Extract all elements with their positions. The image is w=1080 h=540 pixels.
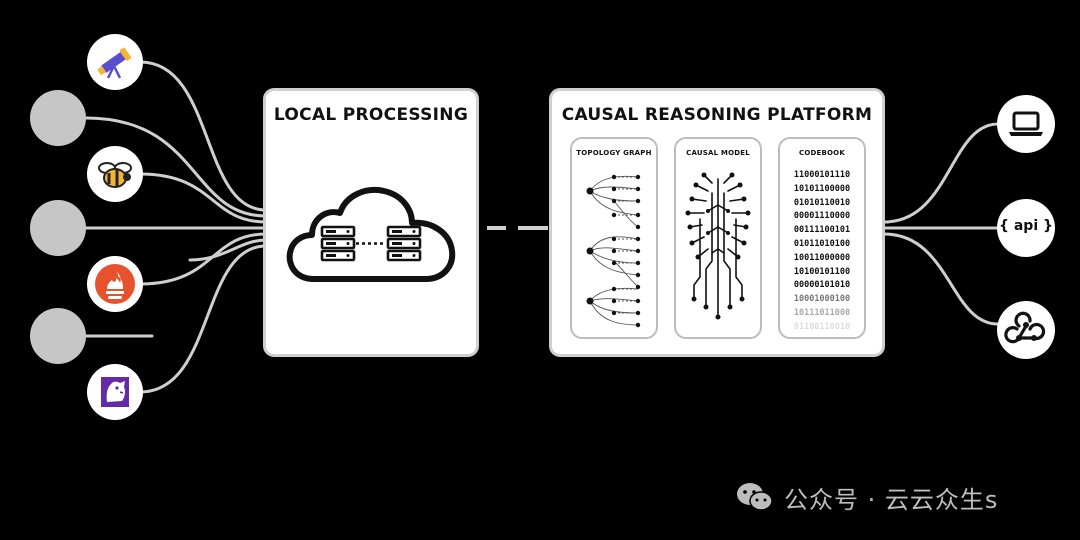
codebook-line: 00111100101 xyxy=(793,225,851,236)
output-connector xyxy=(882,122,1000,224)
codebook-line: 10011000000 xyxy=(793,252,851,263)
topology-graph-panel: TOPOLOGY GRAPH xyxy=(570,137,658,339)
output-webhook xyxy=(997,301,1055,359)
watermark-text: 公众号 · 云云众生s xyxy=(784,485,999,514)
source-placeholder xyxy=(30,90,86,146)
wechat-icon xyxy=(737,483,773,511)
source-datadog xyxy=(87,364,143,420)
bee-icon xyxy=(98,162,132,188)
codebook-lines: 11000101110 10101100000 01010110010 0000… xyxy=(780,169,864,335)
source-connector xyxy=(138,60,268,212)
codebook-line: 01100110010 xyxy=(793,321,851,332)
telescope-icon xyxy=(97,47,131,79)
output-laptop xyxy=(997,95,1055,153)
source-telescope xyxy=(87,34,143,90)
codebook-line: 10101100000 xyxy=(793,183,851,194)
circuit-brain-icon xyxy=(685,172,751,320)
codebook-line: 01011010100 xyxy=(793,238,851,249)
local-processing-title: LOCAL PROCESSING xyxy=(273,105,469,125)
codebook-line: 00001110000 xyxy=(793,211,851,222)
platform-title: CAUSAL REASONING PLATFORM xyxy=(561,105,873,125)
watermark: 公众号 · 云云众生s xyxy=(736,480,998,514)
topology-graph-icon xyxy=(586,174,641,328)
source-placeholder xyxy=(30,308,86,364)
codebook-line: 00000101010 xyxy=(793,280,851,291)
codebook-line: 01010110010 xyxy=(793,197,851,208)
source-connector xyxy=(84,116,268,218)
api-icon: { api } xyxy=(999,218,1053,234)
source-bee xyxy=(87,146,143,202)
source-prometheus xyxy=(87,256,143,312)
source-connector xyxy=(138,244,268,394)
causal-reasoning-platform-box: CAUSAL REASONING PLATFORM TOPOLOGY GRAPH xyxy=(552,91,882,354)
codebook-line: 10100101100 xyxy=(793,266,851,277)
source-connector xyxy=(188,238,268,262)
codebook-panel: CODEBOOK 11000101110 10101100000 0101011… xyxy=(778,137,866,339)
causal-model-title: CAUSAL MODEL xyxy=(686,149,750,157)
output-connector xyxy=(882,232,1000,326)
webhook-icon xyxy=(1004,311,1046,344)
codebook-line: 11000101110 xyxy=(793,170,851,180)
codebook-title: CODEBOOK xyxy=(799,149,845,157)
local-processing-box: LOCAL PROCESSING xyxy=(266,91,476,354)
prometheus-icon xyxy=(95,264,135,304)
source-connector xyxy=(138,172,268,224)
datadog-dog-icon xyxy=(101,377,129,407)
causal-model-panel: CAUSAL MODEL xyxy=(674,137,762,339)
codebook-line: 10001000100 xyxy=(793,294,851,305)
output-api: { api } xyxy=(997,199,1055,257)
laptop-icon xyxy=(1009,111,1043,136)
codebook-line: 10111011000 xyxy=(793,307,851,318)
topology-graph-title: TOPOLOGY GRAPH xyxy=(576,149,652,157)
cloud-with-servers-icon xyxy=(286,187,456,282)
source-placeholder xyxy=(30,200,86,256)
